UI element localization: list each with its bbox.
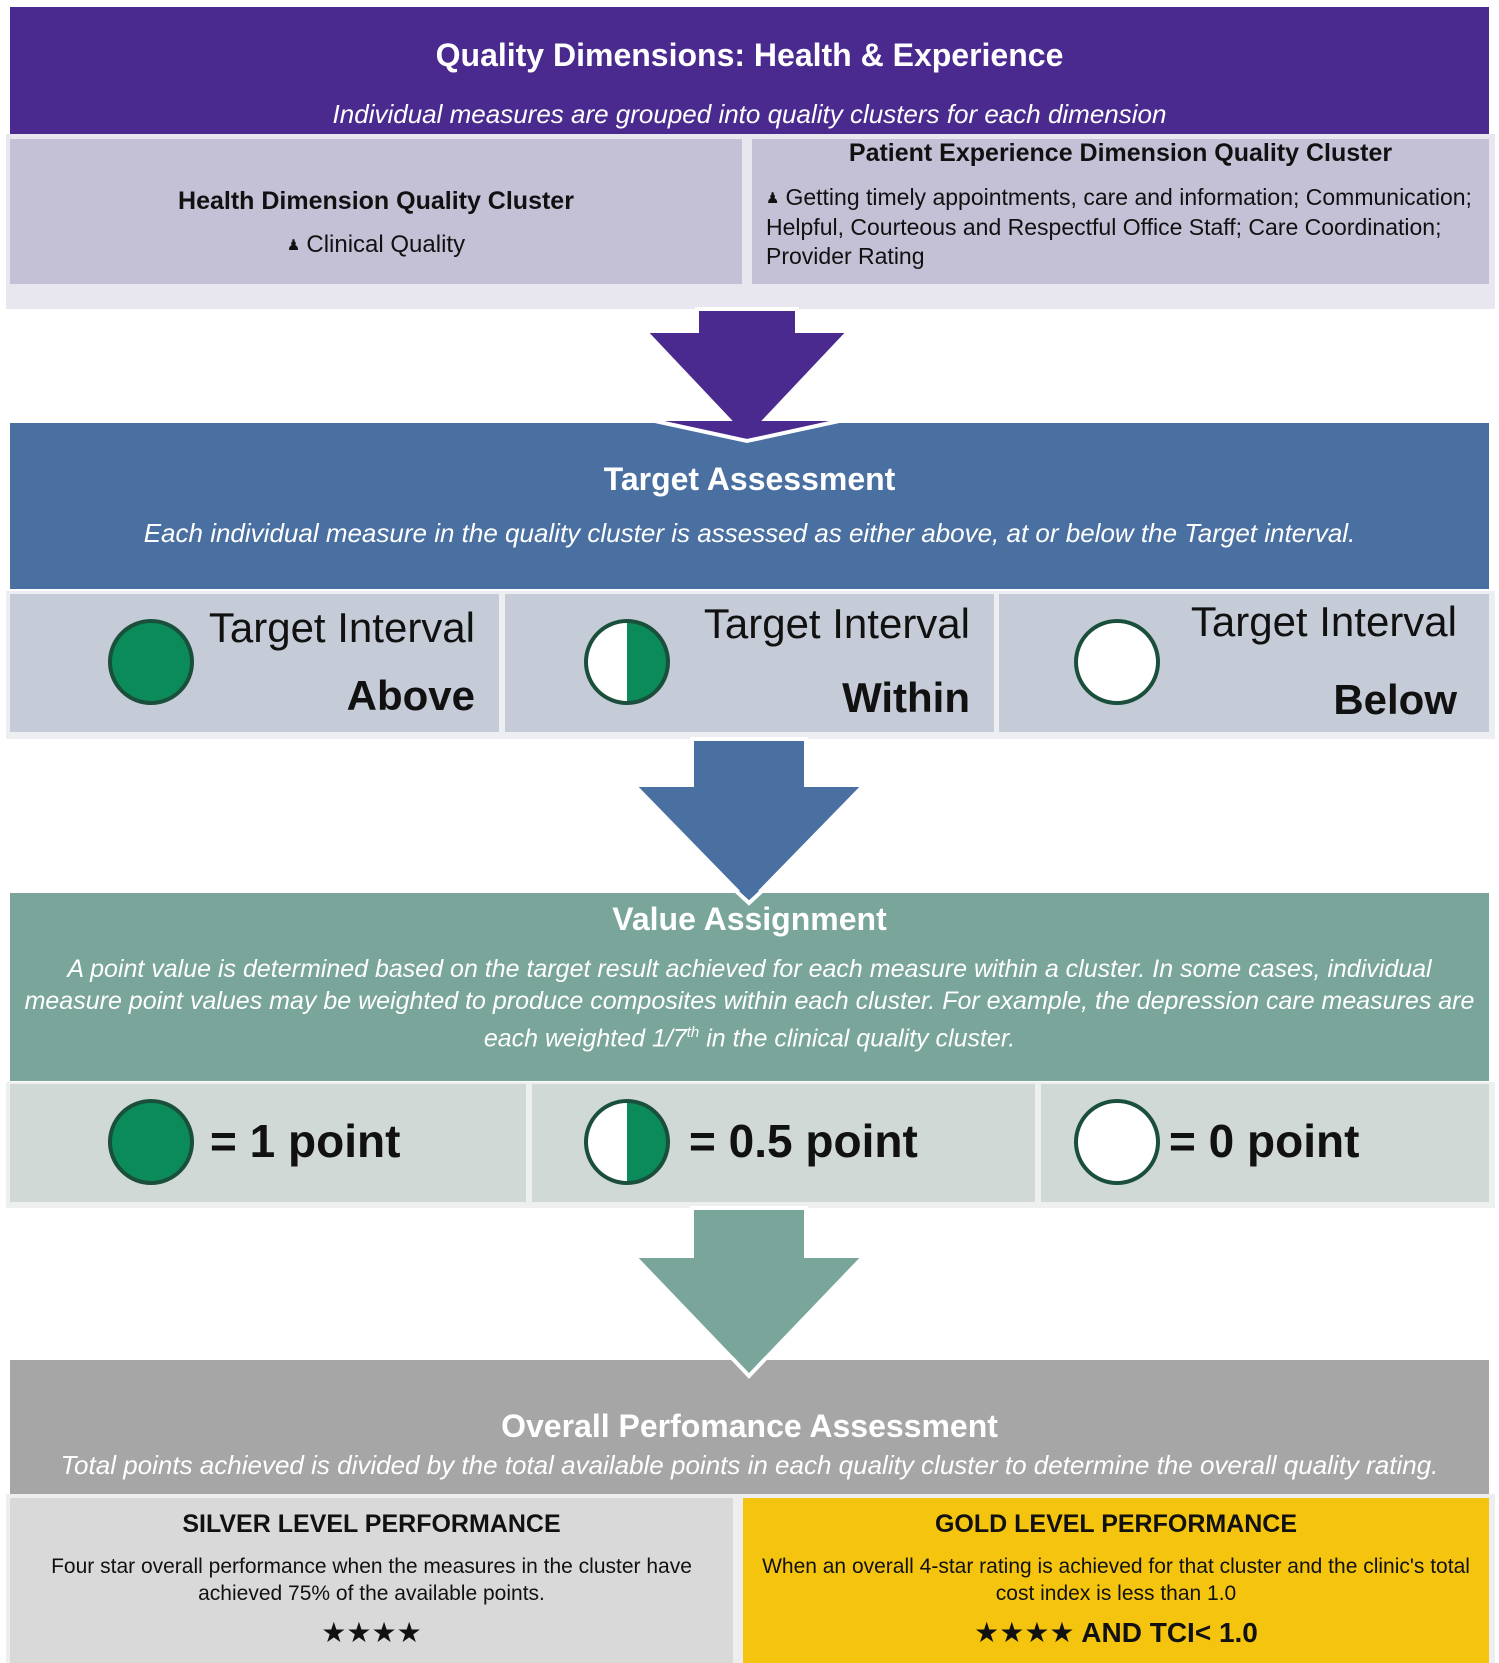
patient-experience-cluster-text: Getting timely appointments, care and in… xyxy=(766,184,1472,269)
health-cluster-item: ♟ Clinical Quality xyxy=(10,231,742,259)
dimensions-subtitle: Individual measures are grouped into qua… xyxy=(332,99,1167,129)
value-assignment-title: Value Assignment xyxy=(612,901,887,937)
overall-assessment-subtitle: Total points achieved is divided by the … xyxy=(60,1450,1439,1480)
value-assignment-description-text: A point value is determined based on the… xyxy=(24,955,1475,1053)
target-interval-within-label: Target Interval xyxy=(703,600,970,647)
person-bullet-icon: ♟ xyxy=(286,237,301,254)
point-value-full-label: = 1 point xyxy=(210,1115,401,1167)
target-interval-above-label: Target Interval xyxy=(208,604,475,651)
target-interval-within-cell: Target Interval Within xyxy=(505,594,994,732)
down-arrow-tip-icon xyxy=(730,1356,768,1379)
patient-experience-cluster-title: Patient Experience Dimension Quality Clu… xyxy=(848,139,1393,167)
health-cluster-box: Health Dimension Quality Cluster ♟ Clinic… xyxy=(10,139,742,284)
empty-circle-icon xyxy=(1074,619,1160,705)
target-interval-above-cell: Target Interval Above xyxy=(10,594,499,732)
silver-level-box: SILVER LEVEL PERFORMANCE Four star overa… xyxy=(10,1498,733,1663)
patient-experience-cluster-box: Patient Experience Dimension Quality Clu… xyxy=(752,139,1489,284)
health-cluster-item-label: Clinical Quality xyxy=(306,231,466,258)
patient-experience-cluster-items: ♟Getting timely appointments, care and i… xyxy=(766,183,1476,271)
person-bullet-icon: ♟ xyxy=(766,190,780,207)
point-value-half-cell: = 0.5 point xyxy=(532,1084,1035,1202)
point-value-full-cell: = 1 point xyxy=(10,1084,526,1202)
target-interval-below-value: Below xyxy=(1333,676,1457,723)
half-circle-icon xyxy=(584,619,670,705)
target-assessment-title: Target Assessment xyxy=(603,461,896,497)
overall-assessment-title: Overall Perfomance Assessment xyxy=(501,1408,998,1444)
health-cluster-title: Health Dimension Quality Cluster xyxy=(178,187,574,215)
star-icon: ★★★★ xyxy=(321,1617,422,1648)
down-arrow-tip-icon xyxy=(734,889,764,906)
value-assignment-description-end: in the clinical quality cluster. xyxy=(699,1024,1016,1053)
silver-level-description: Four star overall performance when the m… xyxy=(51,1555,692,1605)
value-assignment-description-sup: th xyxy=(686,1024,700,1041)
gold-level-title: GOLD LEVEL PERFORMANCE xyxy=(934,1510,1298,1538)
empty-circle-icon xyxy=(1074,1099,1160,1185)
star-icon: ★★★★ AND TCI< 1.0 xyxy=(974,1617,1258,1648)
value-assignment-header: Value Assignment A point value is determ… xyxy=(10,893,1489,1081)
target-assessment-header: Target Assessment Each individual measur… xyxy=(10,423,1489,589)
target-interval-below-label: Target Interval xyxy=(1190,598,1457,645)
down-arrow-icon xyxy=(629,737,869,906)
point-value-half-label: = 0.5 point xyxy=(689,1115,918,1167)
target-assessment-subtitle: Each individual measure in the quality c… xyxy=(143,518,1356,548)
filled-circle-icon xyxy=(108,1099,194,1185)
gold-level-box: GOLD LEVEL PERFORMANCE When an overall 4… xyxy=(743,1498,1489,1663)
point-value-zero-label: = 0 point xyxy=(1169,1115,1360,1167)
overall-assessment-header: Overall Perfomance Assessment Total poin… xyxy=(10,1360,1489,1494)
down-arrow-tip-icon xyxy=(654,419,840,444)
target-interval-above-value: Above xyxy=(346,672,475,719)
point-value-zero-cell: = 0 point xyxy=(1041,1084,1489,1202)
down-arrow-icon xyxy=(640,307,854,442)
down-arrow-icon xyxy=(629,1206,869,1379)
target-interval-below-cell: Target Interval Below xyxy=(999,594,1489,732)
silver-level-title: SILVER LEVEL PERFORMANCE xyxy=(182,1510,561,1538)
dimensions-header: Quality Dimensions: Health & Experience … xyxy=(10,7,1489,134)
value-assignment-description: A point value is determined based on the… xyxy=(20,953,1479,1054)
filled-circle-icon xyxy=(108,619,194,705)
target-interval-within-value: Within xyxy=(842,674,970,721)
gold-level-description: When an overall 4-star rating is achieve… xyxy=(762,1555,1470,1605)
half-circle-icon xyxy=(584,1099,670,1185)
dimensions-title: Quality Dimensions: Health & Experience xyxy=(435,37,1064,73)
